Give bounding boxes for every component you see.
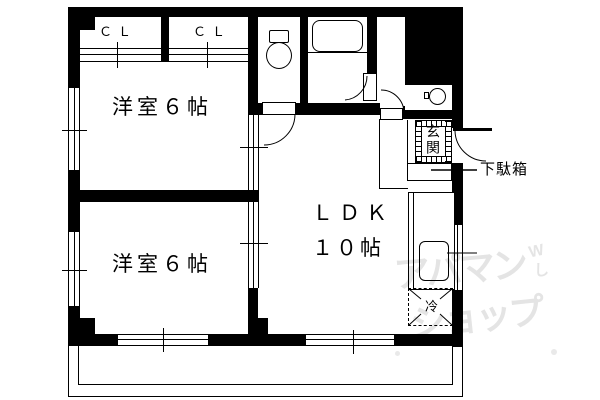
opening-tick [240,147,268,148]
wall-bedrooms-divider [68,190,258,202]
balcony-rail-inner [78,346,79,385]
sliding-partition-line [258,112,259,288]
watermark-accent-shi: し [534,262,550,279]
shoe-cabinet [407,163,452,181]
closet-door-line [169,61,248,62]
toilet-bowl-icon [266,42,292,69]
refrigerator-label: 冷 [425,299,439,314]
closet-left-label: ＣＬ [99,24,138,39]
kitchen-counter-edge [413,192,414,290]
wall-right [452,7,463,347]
window-line [457,225,458,290]
entrance-tile-inner [421,126,446,157]
wall-toilet-right [300,17,308,105]
entrance-tile-hatch [416,121,451,127]
ldk-label-line1: ＬＤＫ [312,202,393,225]
opening-tick [207,42,208,68]
balcony-rail-inner [452,346,453,385]
window-line [68,88,69,170]
toilet-door-arc [263,113,296,146]
sliding-partition-line [248,112,249,288]
wall-ldk-north-a [248,103,264,115]
entrance-tile-hatch [445,121,451,162]
window-line [79,232,80,306]
closet-door-line [80,54,161,55]
entrance-door-leaf [453,128,492,131]
wall-corner-bottom-left [68,318,95,334]
window-line [306,345,394,346]
window-line [462,225,463,290]
opening-tick [353,330,354,354]
hall-boundary-line [379,188,408,189]
balcony-rail-outer [68,396,463,397]
entrance-label: 玄関 [425,124,441,156]
washbasin-faucet-icon [424,92,429,99]
watermark-dot [395,351,400,356]
window-line [79,88,80,170]
balcony-rail-outer [68,346,69,397]
watermark-dot [551,349,557,355]
balcony-rail-outer [462,346,463,397]
bedroom-bottom-label: 洋室６帖 [112,253,212,276]
wall-toilet-left [248,7,258,113]
wall-partition-lower [248,288,258,334]
balcony-rail-inner [78,384,453,385]
bath-platform-line [308,52,367,53]
kitchen-sink-icon [419,241,449,281]
washroom-door-leaf [380,108,403,120]
refrigerator-space [408,288,453,326]
window-line [306,334,394,335]
window-line [68,232,69,306]
hall-boundary-line [379,119,380,189]
closet-door-line [80,61,161,62]
wall-partition-foot [248,318,268,334]
window-line [306,339,394,340]
opening-tick [62,270,87,271]
bedroom-top-label: 洋室６帖 [112,96,212,119]
shoe-cabinet-label: 下駄箱 [480,161,529,178]
closet-door-line [169,48,248,49]
opening-tick [163,328,164,352]
wall-top [68,7,463,17]
closet-right-label: ＣＬ [193,24,232,39]
ldk-label-line2: １０帖 [312,237,384,260]
service-core-block [405,7,463,85]
window-line [74,232,75,306]
opening-tick [240,243,268,244]
closet-door-line [80,48,161,49]
washbasin-icon [429,88,446,105]
bathtub-icon [312,20,363,52]
bath-door-leaf [363,73,377,101]
entrance-tile-hatch [416,156,451,162]
wall-bath-right [367,17,377,75]
entrance-step-line [407,120,408,163]
window-line [74,88,75,170]
toilet-door-leaf [262,102,296,115]
wall-closet-divider [161,17,169,62]
gap-entrance-doorway [452,128,463,163]
opening-tick [117,42,118,68]
wall-ldk-north-b [296,103,380,115]
watermark-accent-w: W [527,241,546,262]
opening-tick [62,130,87,131]
closet-door-line [169,54,248,55]
sliding-partition-line [253,112,254,288]
gap-window-bottom-2 [306,334,394,346]
entrance-tile-hatch [416,121,422,162]
